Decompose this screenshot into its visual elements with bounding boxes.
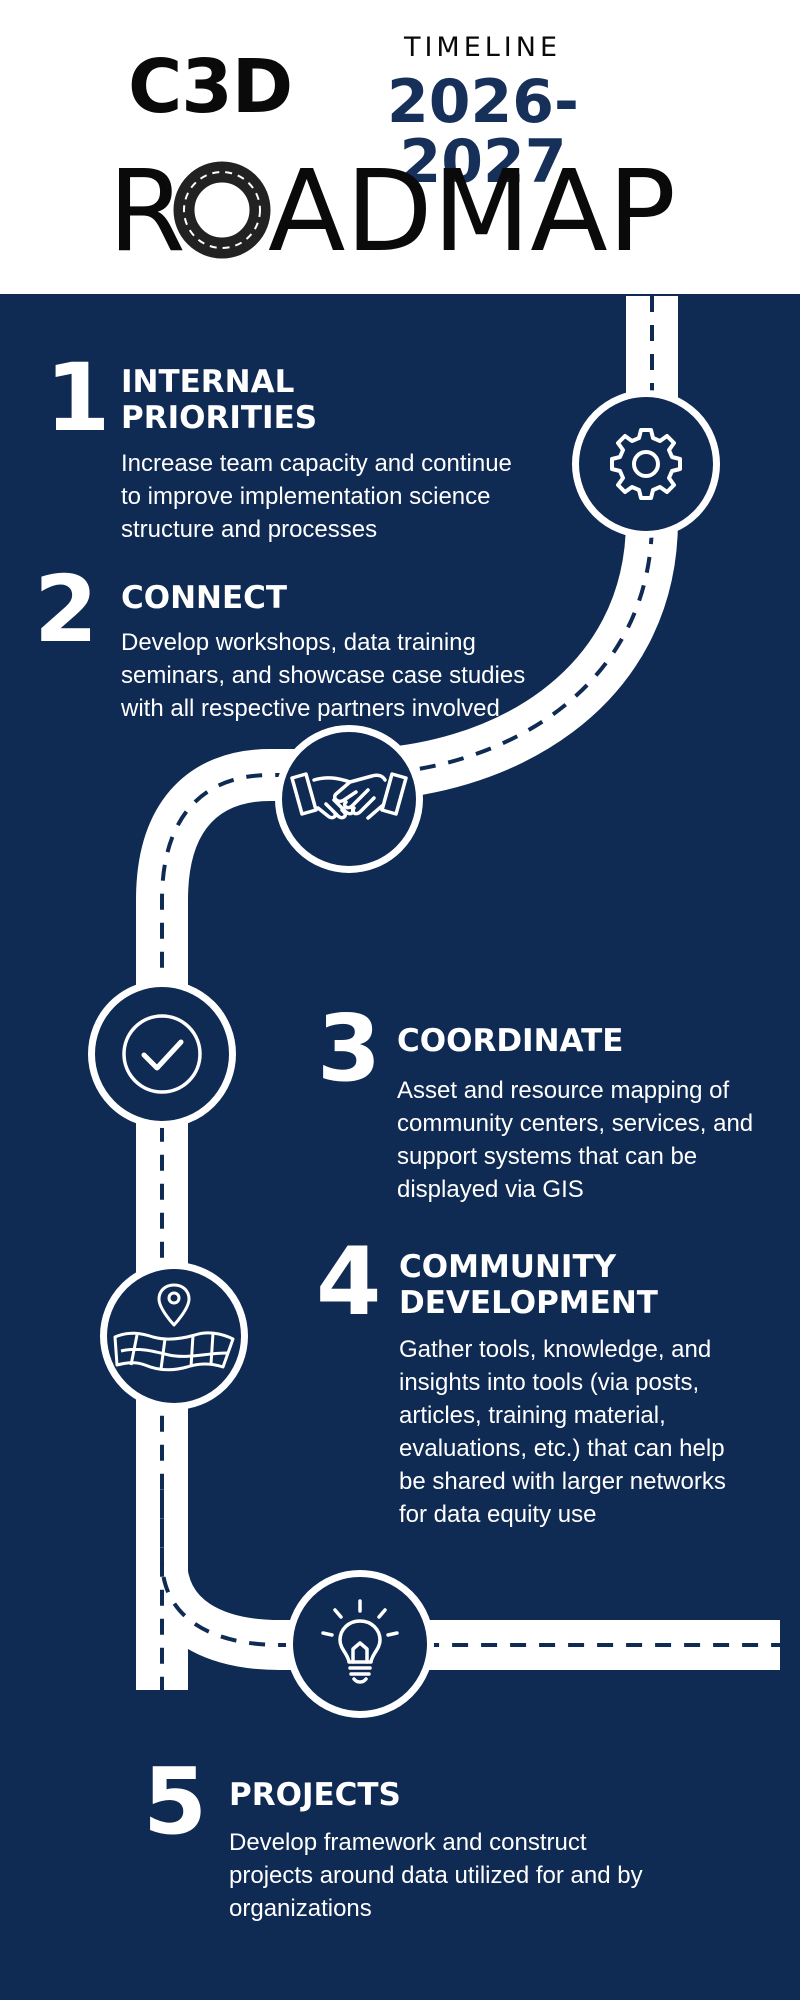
step-4-icon-circle bbox=[100, 1262, 248, 1410]
step-2-description-line-2: seminars, and showcase case studies bbox=[121, 662, 526, 689]
step-3-description-line-1: Asset and resource mapping of bbox=[397, 1077, 730, 1104]
step-5-description-line-3: organizations bbox=[229, 1895, 372, 1922]
step-1-title-line-2: PRIORITIES bbox=[121, 400, 318, 436]
step-4-title-line-2: DEVELOPMENT bbox=[399, 1285, 658, 1321]
step-3-icon-circle bbox=[88, 980, 236, 1128]
step-1-icon-circle bbox=[572, 390, 720, 538]
step-2-icon-circle bbox=[275, 725, 423, 873]
road-o-icon bbox=[173, 161, 271, 259]
step-5-description-line-1: Develop framework and construct bbox=[229, 1829, 587, 1856]
step-2-title: CONNECT bbox=[121, 580, 288, 616]
step-3-number: 3 bbox=[317, 995, 382, 1102]
step-1-description-line-2: to improve implementation science bbox=[121, 483, 491, 510]
step-4-description-line-1: Gather tools, knowledge, and bbox=[399, 1336, 712, 1363]
step-3-description-line-4: displayed via GIS bbox=[397, 1176, 584, 1203]
step-5-description-line-2: projects around data utilized for and by bbox=[229, 1862, 643, 1889]
step-4-title-line-1: COMMUNITY bbox=[399, 1249, 617, 1285]
brand-logo: C3D bbox=[128, 44, 293, 130]
step-5-number: 5 bbox=[143, 1748, 208, 1855]
step-4-description-line-3: articles, training material, bbox=[399, 1402, 666, 1429]
step-4-description-line-4: evaluations, etc.) that can help bbox=[399, 1435, 725, 1462]
map-pin-icon bbox=[113, 1283, 235, 1372]
step-2-description-line-1: Develop workshops, data training bbox=[121, 629, 476, 656]
checkmark-icon bbox=[122, 1014, 202, 1094]
step-4-description-line-5: be shared with larger networks bbox=[399, 1468, 726, 1495]
roadmap-title: R ADMAP bbox=[108, 150, 676, 270]
step-1-number: 1 bbox=[45, 344, 111, 453]
header: C3D TIMELINE 2026-2027 R ADMAP bbox=[0, 0, 800, 294]
step-3-description-line-2: community centers, services, and bbox=[397, 1110, 754, 1137]
handshake-icon bbox=[290, 772, 408, 820]
timeline-label: TIMELINE bbox=[403, 32, 562, 63]
step-2-number: 2 bbox=[34, 556, 99, 663]
roadmap-title-rest: ADMAP bbox=[268, 150, 676, 270]
step-1-title-line-1: INTERNAL bbox=[121, 364, 295, 400]
step-4-description-line-6: for data equity use bbox=[399, 1501, 597, 1528]
step-3-title: COORDINATE bbox=[397, 1023, 624, 1059]
step-1-description-line-3: structure and processes bbox=[121, 516, 378, 543]
step-1-description-line-1: Increase team capacity and continue bbox=[121, 450, 512, 477]
step-4-number: 4 bbox=[316, 1228, 382, 1337]
lightbulb-icon bbox=[321, 1599, 399, 1684]
step-2-description-line-3: with all respective partners involved bbox=[121, 695, 500, 722]
timeline-years: 2026-2027 bbox=[387, 67, 579, 197]
step-5-icon-circle bbox=[286, 1570, 434, 1718]
roadmap-title-letter-r: R bbox=[108, 150, 186, 270]
step-5-title: PROJECTS bbox=[229, 1777, 401, 1813]
gear-icon bbox=[610, 428, 682, 500]
step-4-description-line-2: insights into tools (via posts, bbox=[399, 1369, 700, 1396]
step-3-description-line-3: support systems that can be bbox=[397, 1143, 698, 1170]
